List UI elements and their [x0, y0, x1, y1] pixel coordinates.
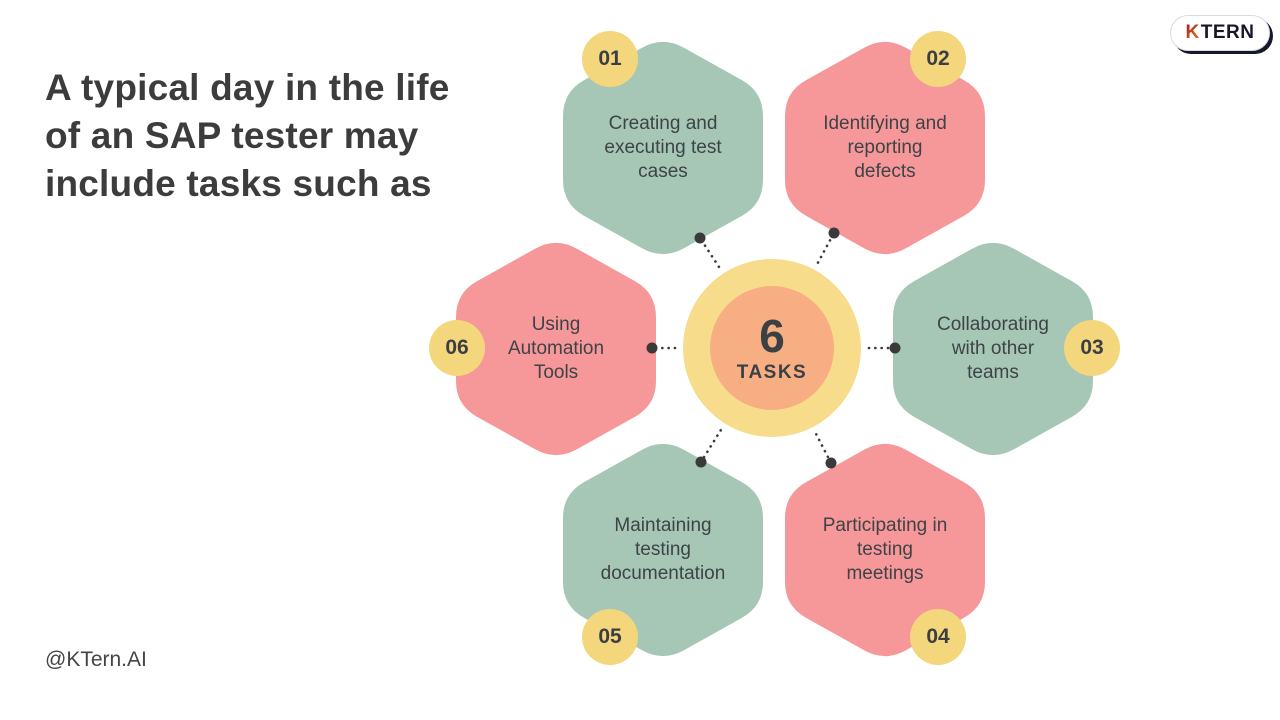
hexagon-shape: [563, 443, 763, 657]
task-label-line: Identifying and: [823, 113, 947, 134]
task-number-badge-05: 05: [582, 609, 638, 665]
task-number-badge-02: 02: [910, 31, 966, 87]
hexagon-shape: [893, 242, 1093, 456]
task-label: Participating in testing meetings: [785, 438, 985, 662]
task-hexagon-05: Maintaining testing documentation: [563, 438, 763, 662]
page-title: A typical day in the life of an SAP test…: [45, 64, 545, 208]
task-label-line: Creating and: [608, 113, 718, 134]
task-count: 6: [759, 309, 785, 362]
center-circle: 6 TASKS: [683, 259, 861, 437]
page-title-line: include tasks such as: [45, 163, 432, 204]
task-label: Creating and executing test cases: [563, 36, 763, 260]
ktern-logo-k: K: [1185, 22, 1200, 43]
hexagon-shape: [563, 41, 763, 255]
task-label-line: Using: [531, 314, 581, 335]
task-label-line: Automation: [507, 338, 605, 359]
task-label-line: defects: [854, 161, 916, 182]
task-hexagon-02: Identifying and reporting defects: [785, 36, 985, 260]
center-circle-inner: 6 TASKS: [710, 286, 834, 410]
task-label-line: documentation: [600, 563, 726, 584]
task-hexagon-01: Creating and executing test cases: [563, 36, 763, 260]
task-label-line: reporting: [847, 137, 923, 158]
task-label-line: Tools: [533, 362, 579, 383]
task-label-line: Collaborating: [937, 314, 1049, 335]
hexagon-shape: [456, 242, 656, 456]
page-title-line: A typical day in the life: [45, 67, 450, 108]
social-handle: @KTern.AI: [45, 648, 147, 671]
task-count-label: TASKS: [736, 361, 808, 383]
task-hexagon-04: Participating in testing meetings: [785, 438, 985, 662]
task-hexagon-03: Collaborating with other teams: [893, 237, 1093, 461]
task-label-line: with other: [951, 338, 1035, 359]
task-number-badge-01: 01: [582, 31, 638, 87]
task-number-badge-06: 06: [429, 320, 485, 376]
task-label-line: testing: [857, 539, 913, 560]
task-label-line: Participating in: [822, 515, 948, 536]
task-number-badge-04: 04: [910, 609, 966, 665]
task-label-line: cases: [638, 161, 688, 182]
task-label-line: testing: [635, 539, 691, 560]
task-label: Collaborating with other teams: [893, 237, 1093, 461]
task-label-line: executing test: [604, 137, 722, 158]
task-label-line: teams: [967, 362, 1019, 383]
task-label: Maintaining testing documentation: [563, 438, 763, 662]
page-title-line: of an SAP tester may: [45, 115, 419, 156]
task-label: Identifying and reporting defects: [785, 36, 985, 260]
task-label-line: meetings: [846, 563, 924, 584]
task-label-line: Maintaining: [614, 515, 712, 536]
task-number-badge-03: 03: [1064, 320, 1120, 376]
hexagon-shape: [785, 443, 985, 657]
hexagon-shape: [785, 41, 985, 255]
ktern-logo-text: TERN: [1200, 22, 1255, 43]
